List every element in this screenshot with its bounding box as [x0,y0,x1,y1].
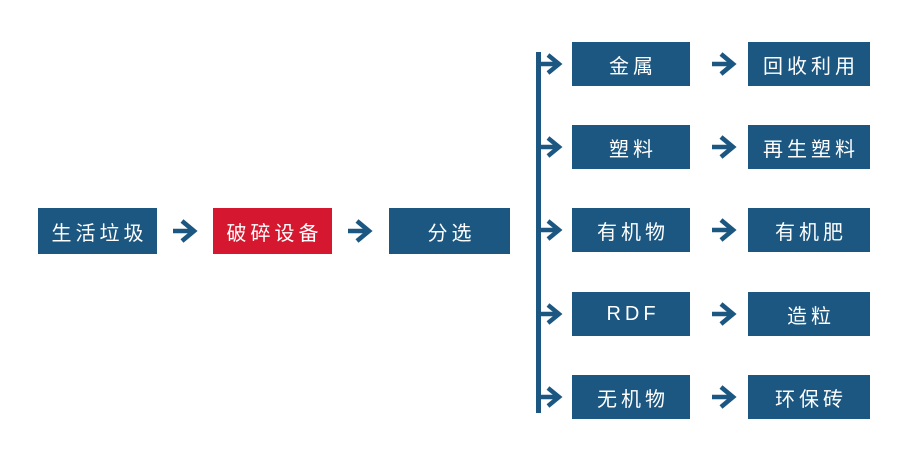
arrow-right-icon [712,135,737,159]
node-eco-brick: 环保砖 [748,375,870,419]
node-inorganic-matter: 无机物 [572,375,690,419]
arrow-right-icon [539,303,563,325]
node-plastic: 塑料 [572,125,690,169]
arrow-right-icon [173,219,198,243]
node-rdf: RDF [572,292,690,336]
node-sorting: 分选 [389,208,510,254]
arrow-right-icon [712,385,737,409]
node-granulation: 造粒 [748,292,870,336]
arrow-right-icon [712,302,737,326]
branch-connector-line [536,52,541,413]
arrow-right-icon [348,219,373,243]
node-household-waste: 生活垃圾 [38,208,157,254]
node-organic-fertilizer: 有机肥 [748,208,870,252]
arrow-right-icon [712,52,737,76]
node-recycled-plastic: 再生塑料 [748,125,870,169]
node-organic-matter: 有机物 [572,208,690,252]
arrow-right-icon [539,136,563,158]
arrow-right-icon [712,218,737,242]
node-metal: 金属 [572,42,690,86]
node-recycling: 回收利用 [748,42,870,86]
node-crushing-equipment: 破碎设备 [213,208,332,254]
arrow-right-icon [539,219,563,241]
arrow-right-icon [539,386,563,408]
arrow-right-icon [539,53,563,75]
